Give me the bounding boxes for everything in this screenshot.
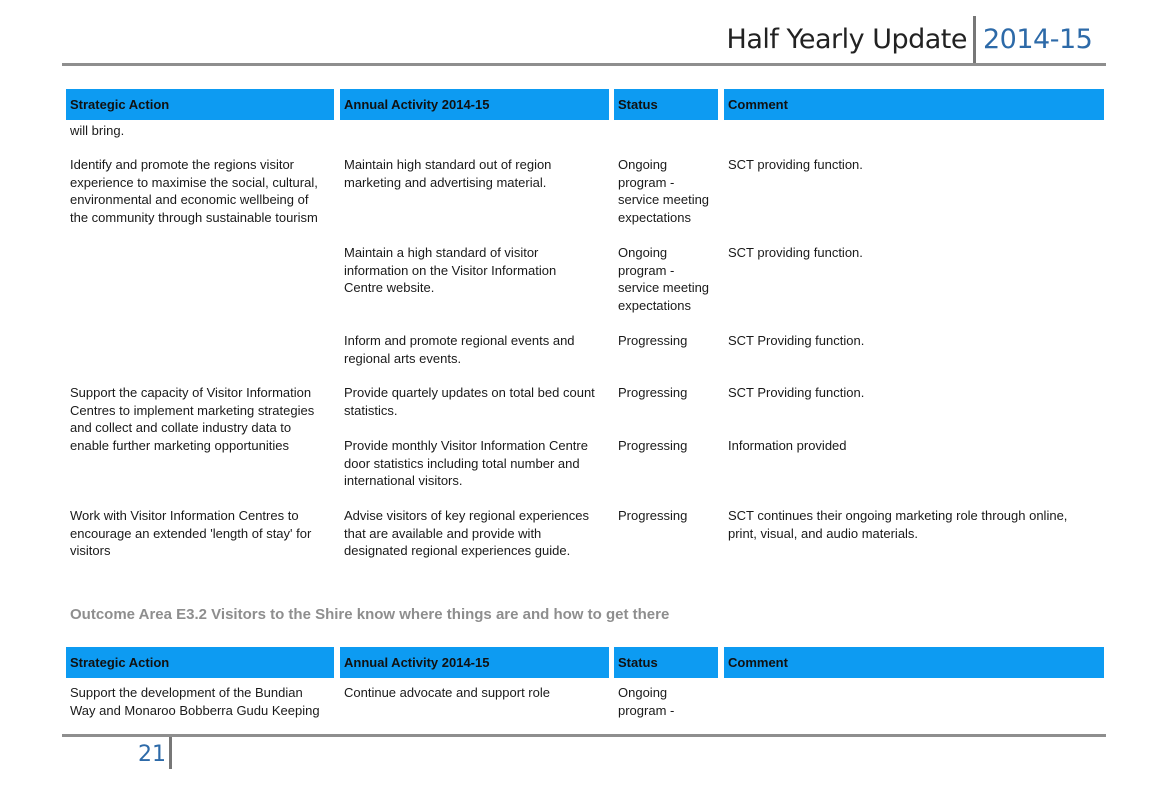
cell-activity: Provide monthly Visitor Information Cent… bbox=[344, 438, 588, 488]
header-divider bbox=[973, 16, 976, 64]
page-header: Half Yearly Update 2014-15 bbox=[0, 0, 1167, 70]
cell-action bbox=[66, 435, 334, 439]
header-strategic-action: Strategic Action bbox=[66, 89, 334, 120]
outcome-heading: Outcome Area E3.2 Visitors to the Shire … bbox=[70, 606, 670, 623]
strategic-actions-table-1: Strategic Action Annual Activity 2014-15… bbox=[66, 89, 1104, 565]
table-header-row: Strategic Action Annual Activity 2014-15… bbox=[66, 647, 1104, 678]
cell-action bbox=[66, 330, 334, 334]
cell-action: Support the capacity of Visitor Informat… bbox=[70, 385, 315, 453]
header-comment: Comment bbox=[724, 89, 1104, 120]
table-row: Support the development of the Bundian W… bbox=[66, 680, 1104, 720]
cell-status: Progressing bbox=[618, 385, 688, 400]
cell-activity: Provide quartely updates on total bed co… bbox=[344, 385, 595, 418]
cell-action: will bring. bbox=[70, 123, 125, 138]
cell-comment: SCT continues their ongoing marketing ro… bbox=[728, 508, 1068, 541]
table-row: Provide monthly Visitor Information Cent… bbox=[66, 435, 1104, 505]
cell-activity: Advise visitors of key regional experien… bbox=[344, 508, 589, 558]
cell-status: Progressing bbox=[618, 333, 688, 348]
cell-action: Support the development of the Bundian W… bbox=[70, 685, 320, 718]
cell-status: Progressing bbox=[618, 438, 688, 453]
header-status: Status bbox=[614, 89, 718, 120]
table-header-row: Strategic Action Annual Activity 2014-15… bbox=[66, 89, 1104, 120]
page-number: 21 bbox=[138, 742, 166, 767]
cell-status bbox=[614, 120, 718, 124]
cell-activity: Maintain a high standard of visitor info… bbox=[344, 245, 557, 295]
footer-divider bbox=[169, 737, 172, 769]
strategic-actions-table-2: Strategic Action Annual Activity 2014-15… bbox=[66, 647, 1104, 720]
cell-action: Identify and promote the regions visitor… bbox=[70, 157, 318, 225]
table-row: Work with Visitor Information Centres to… bbox=[66, 505, 1104, 565]
document-title: Half Yearly Update bbox=[726, 24, 968, 55]
cell-comment: SCT Providing function. bbox=[728, 385, 865, 400]
header-comment: Comment bbox=[724, 647, 1104, 678]
cell-comment bbox=[724, 682, 1104, 686]
header-annual-activity: Annual Activity 2014-15 bbox=[340, 89, 609, 120]
table-row: Identify and promote the regions visitor… bbox=[66, 154, 1104, 242]
table-row: Maintain a high standard of visitor info… bbox=[66, 242, 1104, 330]
cell-action: Work with Visitor Information Centres to… bbox=[70, 508, 312, 558]
header-rule bbox=[62, 63, 1106, 66]
cell-status: Ongoing program - service meeting expect… bbox=[618, 245, 710, 313]
cell-activity: Inform and promote regional events and r… bbox=[344, 333, 575, 366]
cell-status: Ongoing program - service meeting expect… bbox=[618, 157, 710, 225]
document-year: 2014-15 bbox=[983, 24, 1093, 55]
footer-rule bbox=[62, 734, 1106, 737]
header-status: Status bbox=[614, 647, 718, 678]
cell-comment: SCT providing function. bbox=[728, 245, 863, 260]
cell-activity: Maintain high standard out of region mar… bbox=[344, 157, 552, 190]
cell-status: Progressing bbox=[618, 508, 688, 523]
cell-action bbox=[66, 242, 334, 246]
header-annual-activity: Annual Activity 2014-15 bbox=[340, 647, 609, 678]
cell-comment bbox=[724, 120, 1104, 124]
table-row: Inform and promote regional events and r… bbox=[66, 330, 1104, 382]
header-strategic-action: Strategic Action bbox=[66, 647, 334, 678]
cell-activity bbox=[340, 120, 609, 124]
cell-comment: SCT Providing function. bbox=[728, 333, 865, 348]
cell-comment: Information provided bbox=[728, 438, 847, 453]
table-row: will bring. bbox=[66, 120, 1104, 154]
cell-status: Ongoing program - bbox=[618, 685, 675, 718]
cell-comment: SCT providing function. bbox=[728, 157, 863, 172]
cell-activity: Continue advocate and support role bbox=[344, 685, 550, 700]
table-row: Support the capacity of Visitor Informat… bbox=[66, 382, 1104, 453]
